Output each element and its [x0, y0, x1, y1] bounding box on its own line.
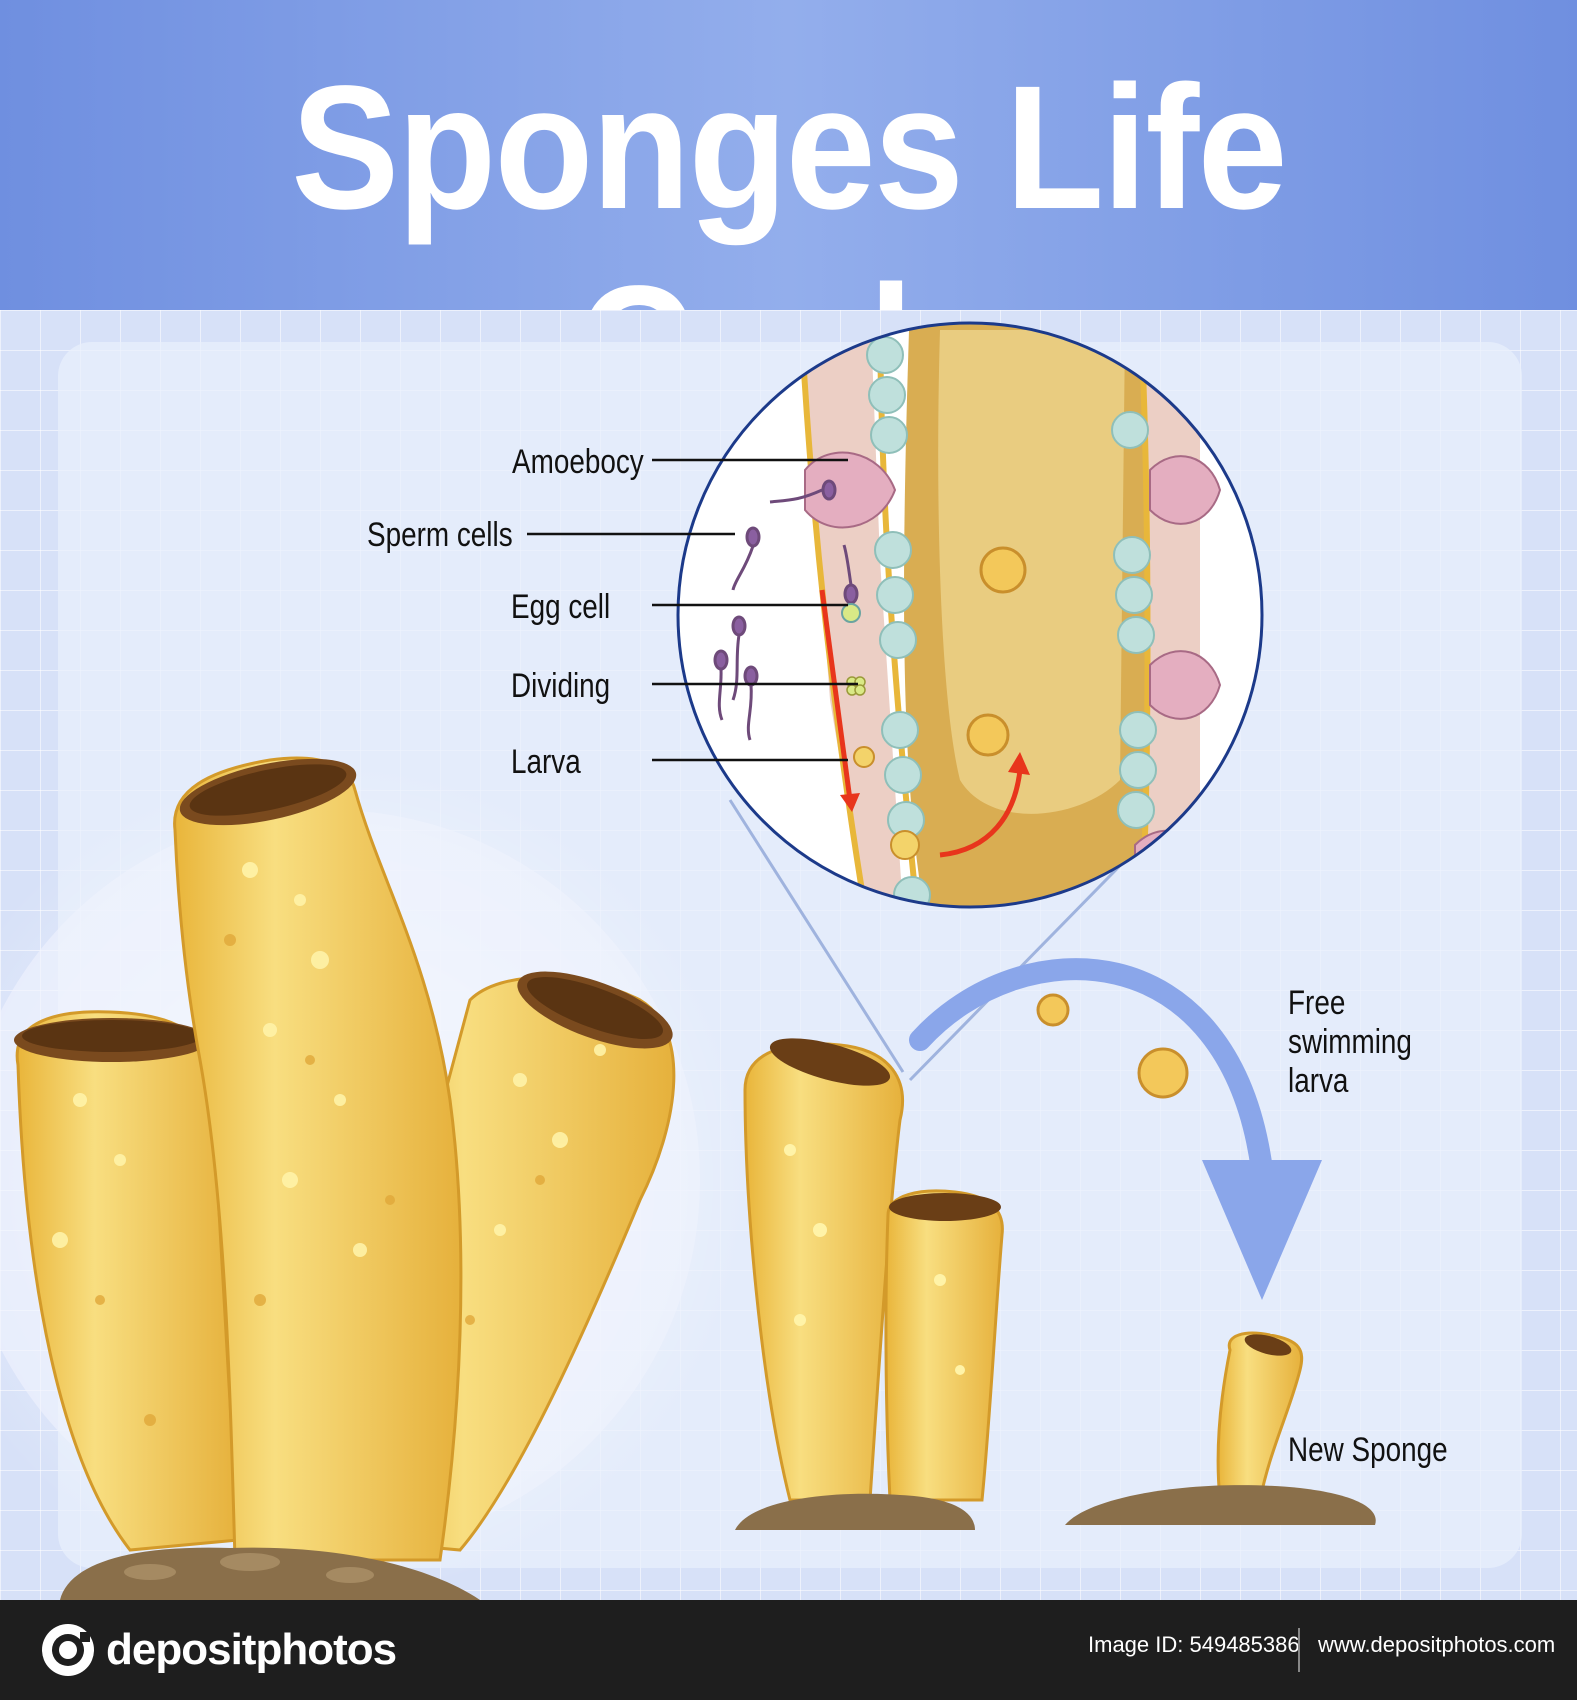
label-larva: Larva	[511, 743, 581, 781]
label-dividing: Dividing	[511, 667, 611, 705]
header-banner: Sponges Life Cycle	[0, 0, 1577, 446]
label-free-line-2: swimming	[1288, 1023, 1412, 1061]
label-free-line-1: Free	[1288, 984, 1346, 1022]
image-id: Image ID: 549485386	[1088, 1632, 1300, 1657]
free-swimming-arrow	[909, 958, 1322, 1300]
camera-logo-icon	[42, 1624, 94, 1676]
zoom-circle	[676, 321, 1264, 909]
large-sponge	[14, 756, 676, 1600]
swimming-larva	[1036, 993, 1070, 1027]
site-link[interactable]: www.depositphotos.com	[1318, 1632, 1556, 1657]
label-sperm-cells: Sperm cells	[367, 516, 513, 554]
logo-text: depositphotos	[106, 1625, 397, 1674]
swimming-larva	[1137, 1047, 1189, 1099]
new-sponge	[1065, 1331, 1376, 1525]
medium-sponge	[735, 1038, 1004, 1530]
life-cycle-illustration	[0, 321, 1376, 1600]
depositphotos-logo[interactable]: depositphotos	[40, 1622, 397, 1678]
label-free-line-3: larva	[1288, 1062, 1349, 1100]
footer-bar: depositphotos Image ID: 549485386 www.de…	[0, 1600, 1577, 1700]
label-new-sponge: New Sponge	[1288, 1431, 1448, 1469]
label-amoebocy: Amoebocy	[512, 443, 644, 481]
label-egg-cell: Egg cell	[511, 588, 611, 626]
footer-divider	[1298, 1628, 1300, 1672]
leader-lines	[527, 458, 858, 762]
